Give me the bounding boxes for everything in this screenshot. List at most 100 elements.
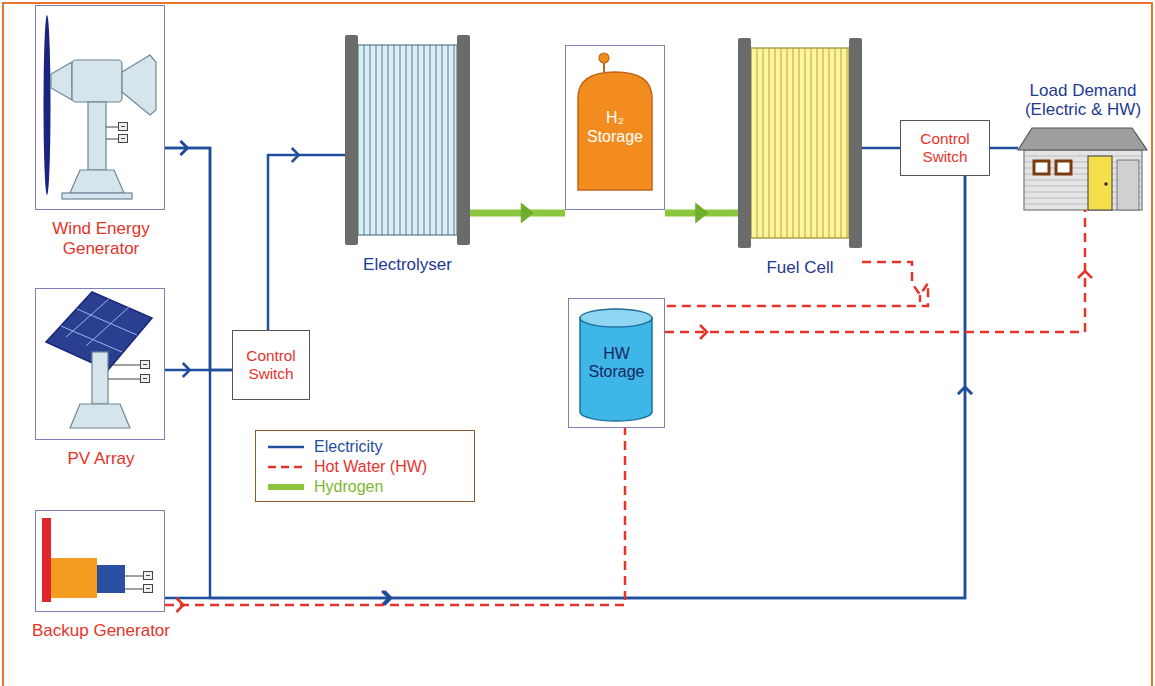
electrolyser-plate [442, 45, 443, 235]
fuel-cell-stack-part [849, 38, 862, 248]
hot-water-pipe [165, 428, 625, 612]
electrolyser-plate [436, 45, 437, 235]
connector-path [470, 210, 565, 217]
house [1024, 150, 1142, 210]
page-frame [3, 3, 1152, 686]
electrolyser-plate [394, 45, 395, 235]
fuel-cell-plate [835, 48, 836, 238]
electric-wire [165, 363, 232, 377]
fuel-cell-plate [847, 48, 848, 238]
backup-generator-part [51, 558, 97, 598]
legend-text: Hydrogen [314, 478, 383, 496]
hydrogen-pipe [470, 205, 565, 221]
hot-water-tank-part [580, 309, 652, 327]
electrolyser-plate [430, 45, 431, 235]
electrolyser-unit: Electrolyser [345, 35, 470, 245]
legend-row: Electricity [266, 437, 464, 457]
backup-generator-box: Backup Generator [35, 510, 165, 612]
hydrogen-tank-part [578, 72, 652, 190]
flow-arrowhead [292, 148, 299, 162]
fuel-cell-unit: Fuel Cell [738, 38, 862, 248]
house-details-part [1018, 128, 1147, 150]
flow-arrowhead [183, 363, 190, 377]
legend-sample [266, 441, 306, 453]
node-label: PV Array [26, 449, 176, 469]
hot-water-merge-part [919, 295, 922, 302]
fuel-cell-plate [841, 48, 842, 238]
fuel-cell-plate [811, 48, 812, 238]
fuel-cell-plate [823, 48, 824, 238]
electrolyser-stack-part [345, 35, 358, 245]
connector-path [165, 369, 232, 372]
fuel-cell-stack [738, 38, 862, 248]
electrolyser-stack [345, 35, 470, 245]
fuel-cell-plate [757, 48, 758, 238]
wind-turbine-part [122, 55, 156, 115]
fuel-cell-plate [775, 48, 776, 238]
electric-wire [990, 148, 1018, 149]
flow-arrowhead [697, 205, 707, 221]
wind-turbine-part [44, 15, 51, 195]
flow-arrowhead [382, 591, 389, 605]
pv-panel-part [141, 361, 150, 369]
flow-arrowhead [958, 387, 972, 394]
hot-water-pipe [665, 210, 1092, 339]
flow-arrowhead [700, 325, 707, 339]
connector-path [268, 155, 345, 330]
node-label: Electrolyser [328, 255, 488, 275]
house-details-part [1088, 156, 1112, 210]
wind-turbine [44, 15, 157, 199]
pv-panel-part [61, 298, 137, 352]
backup-generator-part [144, 585, 153, 593]
node-label: Backup Generator [26, 621, 176, 641]
electrolyser-plate [448, 45, 449, 235]
electrolyser-plate [388, 45, 389, 235]
wind-turbine-part [119, 135, 128, 143]
backup-generator-part [144, 572, 153, 580]
pv-panel-part [70, 404, 130, 428]
hydrogen-pipe [665, 205, 738, 221]
house-details-part [1117, 160, 1139, 210]
node-label: Load Demand (Electric & HW) [1013, 81, 1153, 120]
connector-path [862, 147, 900, 150]
electrolyser-plate [364, 45, 365, 235]
connector-path [165, 176, 965, 598]
wind-turbine-part [119, 123, 128, 131]
pv-panel-part [108, 365, 140, 379]
electrolyser-plate [418, 45, 419, 235]
electrolyser-plate [412, 45, 413, 235]
hydrogen-tank [578, 53, 652, 190]
legend-text: Electricity [314, 438, 382, 456]
wind-turbine-part [72, 60, 122, 102]
backup-generator-part [125, 576, 143, 589]
legend-row: Hot Water (HW) [266, 457, 464, 477]
hydrogen-storage-box: H₂ Storage [565, 45, 665, 210]
fuel-cell-plate [793, 48, 794, 238]
legend-box: ElectricityHot Water (HW)Hydrogen [255, 430, 475, 502]
fuel-cell-stack-part [751, 48, 849, 238]
connector-path [165, 148, 232, 370]
connector-path [665, 210, 1085, 332]
fuel-cell-plate [781, 48, 782, 238]
electrolyser-plate [454, 45, 455, 235]
connector-path [165, 148, 965, 598]
fuel-cell-plate [763, 48, 764, 238]
load-demand-house: Load Demand (Electric & HW) [1018, 128, 1148, 210]
legend-sample [266, 481, 306, 493]
electrolyser-plate [406, 45, 407, 235]
house-part [1024, 150, 1142, 210]
hot-water-tank [580, 309, 652, 421]
wind-turbine-part [88, 102, 106, 170]
connector-path [165, 428, 625, 605]
control-switch-box: Control Switch [232, 330, 310, 400]
electrolyser-stack-part [358, 45, 457, 235]
legend-row: Hydrogen [266, 477, 464, 497]
house-details-part [1056, 161, 1071, 174]
electric-wire [268, 148, 345, 330]
node-label: Wind Energy Generator [26, 219, 176, 258]
fuel-cell-plate [805, 48, 806, 238]
flow-arrowhead [181, 141, 188, 155]
fuel-cell-plate [817, 48, 818, 238]
legend-line [268, 484, 304, 490]
electrolyser-stack-part [457, 35, 470, 245]
